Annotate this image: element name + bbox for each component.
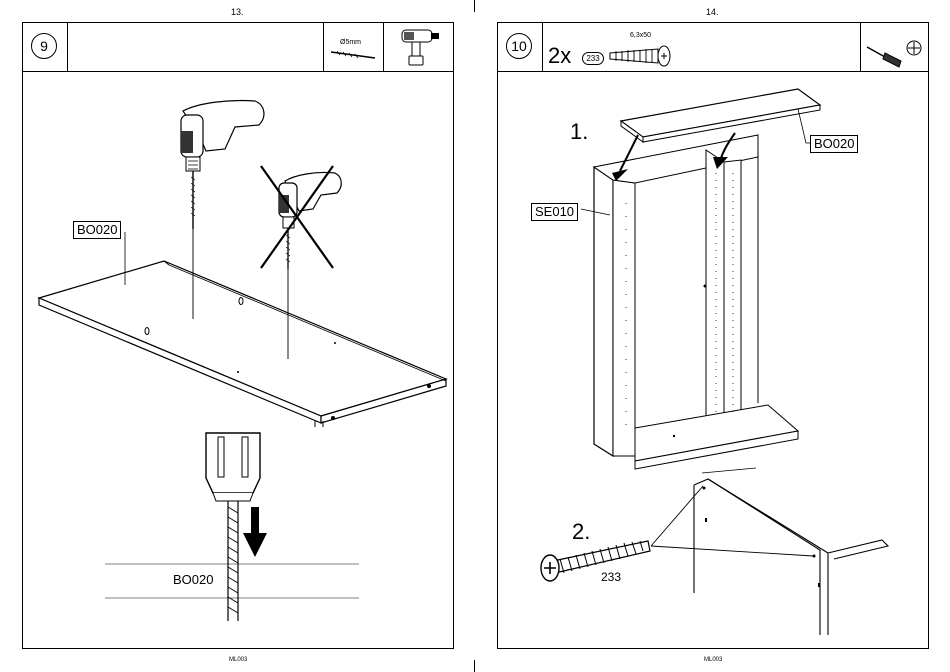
step-9-panel: 9 Ø5mm — [22, 22, 454, 649]
page-number-right: 14. — [706, 7, 719, 17]
step-9-illustration — [23, 23, 455, 650]
step-10-illustration — [498, 23, 930, 650]
board-detail-label: BO020 — [173, 572, 213, 587]
board-part-label: BO020 — [73, 221, 121, 239]
sub-step-one-label: 1. — [570, 119, 588, 145]
screw-part-number: 233 — [601, 570, 621, 584]
center-fold-mark-bottom — [474, 660, 475, 672]
top-board-part-label: BO020 — [810, 135, 858, 153]
drill-stop-detail — [105, 433, 359, 621]
center-fold-mark-top — [474, 0, 475, 12]
wardrobe-carcass-drawing — [594, 135, 798, 469]
footer-code-left: ML003 — [229, 657, 247, 663]
footer-code-right: ML003 — [704, 657, 722, 663]
page-number-left: 13. — [231, 7, 244, 17]
step-10-panel: 10 2x 233 6,3x50 — [497, 22, 929, 649]
corner-joint-detail — [694, 468, 888, 635]
top-board-drawing — [621, 89, 820, 143]
shelf-board-drawing — [39, 261, 446, 427]
side-panel-part-label: SE010 — [531, 203, 578, 221]
confirmat-screw-drawing — [541, 541, 650, 581]
sub-step-two-label: 2. — [572, 519, 590, 545]
